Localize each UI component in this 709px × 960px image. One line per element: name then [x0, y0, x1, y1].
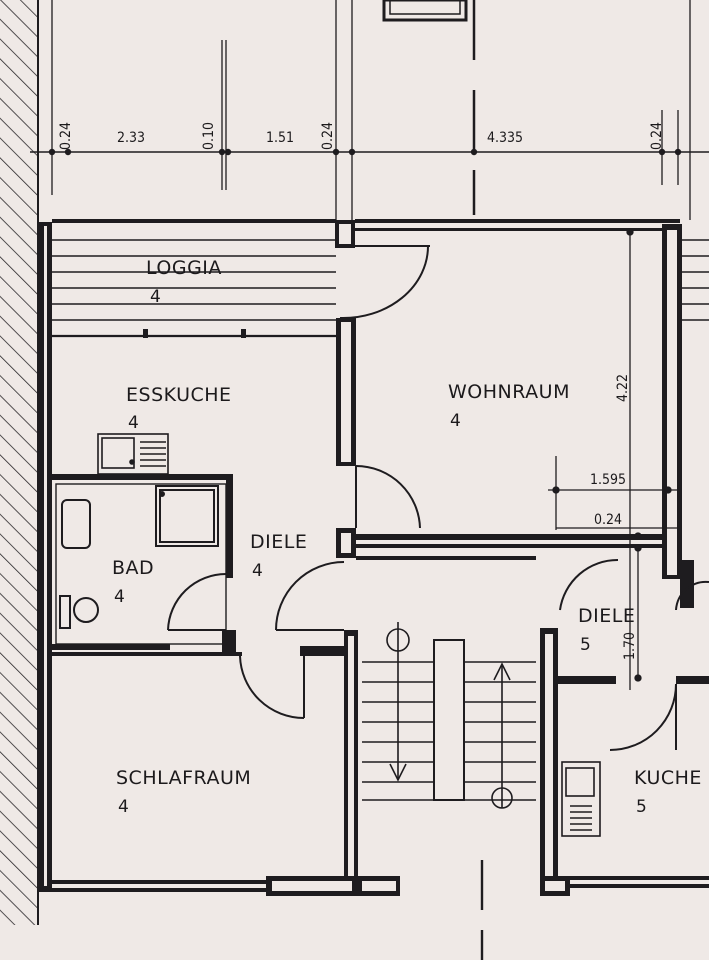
- top-dimension-chain: [30, 148, 709, 156]
- room-label-diele-4: DIELE: [250, 531, 307, 553]
- top-furniture: [382, 0, 468, 22]
- dim-diele-height: 1.70: [622, 632, 638, 660]
- dim-wohnraum-width: 1.595: [590, 472, 626, 488]
- dim-wohnraum-height: 4.22: [615, 374, 631, 402]
- room-label-kuche-5: KUCHE: [634, 767, 702, 789]
- dim-wall-thickness: 0.24: [594, 512, 622, 528]
- room-label-wohnraum: WOHNRAUM: [448, 381, 570, 403]
- doors: [167, 245, 709, 751]
- loggia-slats: [52, 239, 709, 338]
- kitchen-sink-unit5: [561, 761, 601, 837]
- dim-top-1: 0.24: [58, 122, 74, 150]
- dim-top-3: 0.10: [201, 122, 217, 150]
- interior-dimensions: [548, 228, 680, 690]
- dim-top-4: 1.51: [266, 130, 294, 146]
- bathroom-fixtures: [55, 483, 227, 645]
- loggia-posts: [143, 329, 246, 338]
- dim-top-6: 4.335: [487, 130, 523, 146]
- walls: [38, 219, 709, 896]
- room-number-loggia: 4: [150, 287, 161, 307]
- room-label-esskuche: ESSKUCHE: [126, 384, 232, 406]
- room-number-schlafraum: 4: [118, 797, 129, 817]
- room-label-schlafraum: SCHLAFRAUM: [116, 767, 251, 789]
- dim-top-2: 2.33: [117, 130, 145, 146]
- staircase: [362, 622, 536, 809]
- room-label-bad: BAD: [112, 557, 154, 579]
- dim-top-5: 0.24: [320, 122, 336, 150]
- kitchen-sink: [97, 433, 169, 475]
- room-number-wohnraum: 4: [450, 411, 461, 431]
- dim-top-7: 0.24: [649, 122, 665, 150]
- room-number-kuche-5: 5: [636, 797, 647, 817]
- room-label-loggia: LOGGIA: [146, 257, 222, 279]
- hatched-boundary-wall: [0, 0, 39, 925]
- room-label-diele-5: DIELE: [578, 605, 635, 627]
- room-number-diele-4: 4: [252, 561, 263, 581]
- room-number-diele-5: 5: [580, 635, 591, 655]
- room-number-bad: 4: [114, 587, 125, 607]
- room-number-esskuche: 4: [128, 413, 139, 433]
- top-guide-lines: [51, 0, 691, 220]
